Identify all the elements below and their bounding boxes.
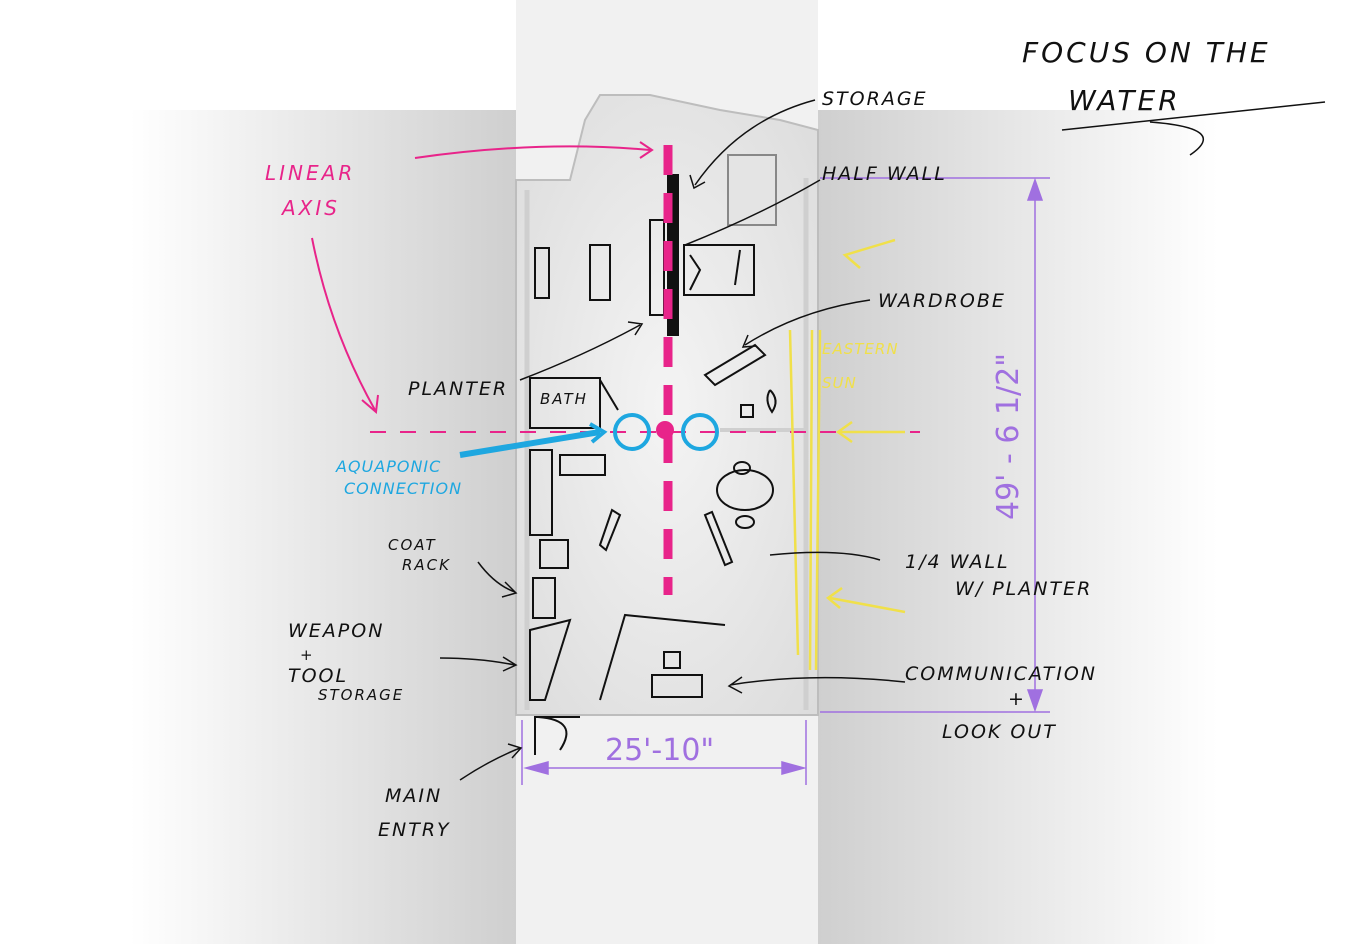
quarter-wall-label-2: W/ PLANTER (955, 578, 1092, 600)
bench-1 (598, 508, 622, 552)
right-shadow (818, 110, 1218, 944)
sun-line-2 (814, 329, 822, 671)
main-entry-label-1: MAIN (385, 785, 442, 807)
bath-door (599, 379, 619, 411)
length-dimension: 49' - 6 1/2" (991, 353, 1026, 520)
entry-door (534, 716, 580, 755)
bench-2 (703, 510, 734, 567)
linear-axis-label-2: AXIS (280, 196, 340, 220)
weapon-label-2: + (300, 646, 315, 664)
coat-rack-box (539, 539, 569, 569)
weapon-storage (529, 618, 572, 701)
weapon-label-3: TOOL (288, 665, 348, 687)
weapon-label-1: WEAPON (288, 620, 384, 642)
bath-room (529, 377, 601, 429)
labels: FOCUS ON THE WATER STORAGE HALF WALL WAR… (265, 36, 1271, 841)
communication-label-1: COMMUNICATION (905, 663, 1097, 685)
aquaponic-arrow (459, 429, 601, 458)
wardrobe-sketch (703, 343, 767, 387)
dim-length-arrow-bottom (1026, 689, 1044, 713)
dim-width-arrow-right (781, 761, 807, 775)
sun-line-1 (808, 329, 814, 671)
communication-label-3: LOOK OUT (942, 721, 1057, 743)
eastern-sun-label-1: EASTERN (822, 340, 899, 358)
quarter-wall-leader (769, 551, 881, 561)
weapon-label-4: STORAGE (318, 686, 404, 704)
cabinet-2 (589, 244, 611, 301)
partition (599, 613, 726, 701)
left-shadow (130, 110, 516, 944)
wardrobe-label: WARDROBE (878, 290, 1006, 312)
planter-label: PLANTER (408, 378, 508, 400)
sun-arrow-1 (842, 238, 896, 269)
weapon-leader (439, 656, 518, 672)
coat-rack-leader (477, 561, 518, 598)
half-wall-label: HALF WALL (822, 163, 947, 185)
linear-axis-label-1: LINEAR (265, 161, 355, 185)
aquaponic-label-2: CONNECTION (344, 479, 462, 498)
storage-leader (689, 99, 816, 190)
main-entry-label-2: ENTRY (378, 819, 451, 841)
desk-chair (663, 651, 681, 669)
width-dimension: 25'-10" (605, 733, 714, 768)
bed (683, 244, 755, 296)
coat-rack-label-2: RACK (402, 556, 451, 574)
chair-1 (735, 515, 755, 529)
dim-length-arrow-top (1026, 177, 1044, 201)
aquaponic-label-1: AQUAPONIC (335, 457, 441, 476)
eastern-sun-label-2: SUN (822, 374, 857, 392)
storage-cabinet (532, 577, 556, 619)
sun-arrow-3 (825, 586, 906, 614)
communication-leader (727, 676, 906, 694)
storage-box (727, 154, 777, 226)
title-line-1: FOCUS ON THE (1022, 36, 1271, 69)
desk (651, 674, 703, 698)
axis-node (656, 421, 674, 439)
communication-label-2: + (1008, 688, 1026, 710)
sun-line-3 (788, 329, 800, 656)
round-table (716, 469, 774, 511)
chair-2 (733, 461, 751, 475)
entry-leader (459, 743, 523, 781)
aquaponic-circle-1 (613, 413, 651, 451)
stool (740, 404, 754, 418)
aquaponic-arrowhead (589, 422, 608, 444)
wardrobe-leader (741, 299, 871, 348)
cabinet-1 (534, 247, 550, 299)
leader-arrows (439, 99, 1326, 781)
bath-label: BATH (540, 390, 588, 408)
vase (766, 389, 777, 414)
bed-lines (689, 249, 741, 291)
counter (529, 449, 553, 536)
axis-arrow-left (311, 237, 376, 411)
title-line-2: WATER (1068, 84, 1181, 117)
dimension-lines (521, 177, 1050, 785)
axis-arrow-top (414, 145, 651, 159)
quarter-wall-label-1: 1/4 WALL (905, 551, 1010, 573)
half-wall-leader (684, 179, 821, 246)
title-underline (1061, 101, 1326, 156)
sun-marks (788, 238, 906, 671)
coat-rack-label-1: COAT (388, 536, 437, 554)
planter-leader (519, 321, 644, 381)
storage-label: STORAGE (822, 88, 928, 110)
axis-arrowhead-top (639, 141, 654, 159)
dim-width-arrow-left (523, 761, 549, 775)
sink (559, 454, 606, 476)
axis-arrowhead-left (361, 394, 379, 414)
aquaponic-circle-2 (681, 413, 719, 451)
sun-arrow-2 (835, 420, 905, 444)
